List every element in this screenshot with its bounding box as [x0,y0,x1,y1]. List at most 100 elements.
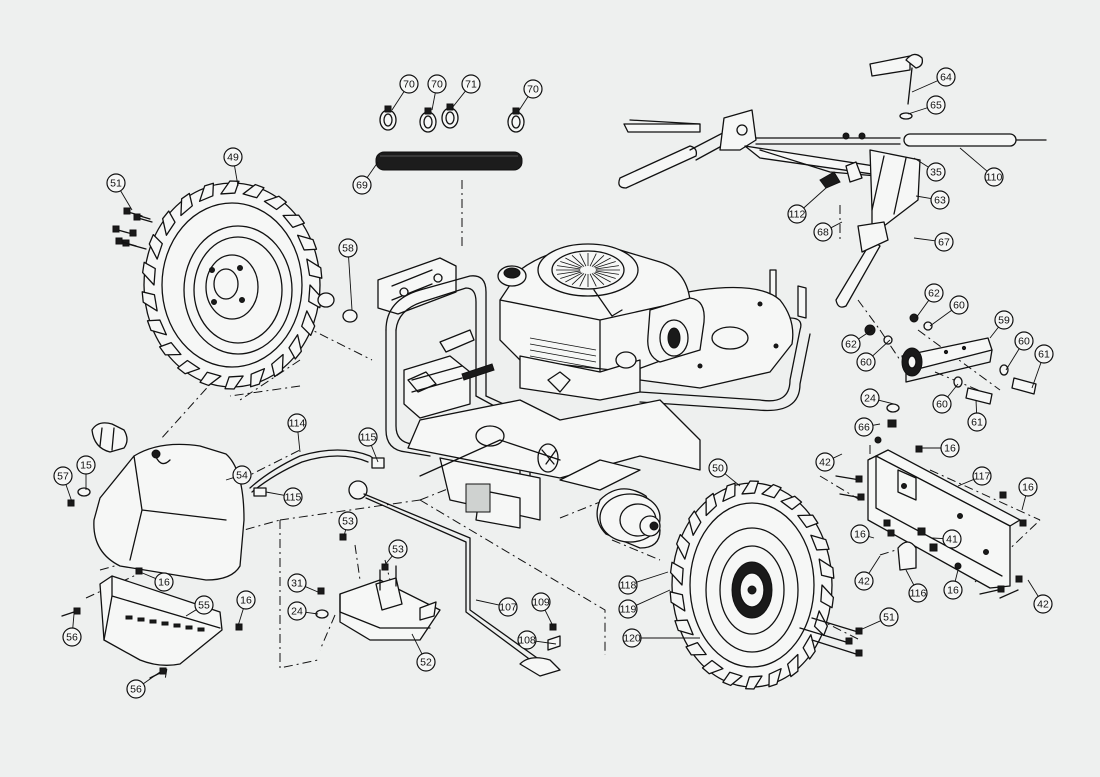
callout-16: 16 [850,524,870,544]
leader-line [931,537,944,539]
callout-117: 117 [972,466,992,486]
callout-115: 115 [358,427,378,447]
callout-35: 35 [926,162,946,182]
leader-line [803,187,827,209]
leader-line [868,536,875,539]
leader-line [120,190,133,211]
leader-line [975,399,978,414]
leader-line [929,309,952,327]
callout-16: 16 [943,580,963,600]
callout-number: 62 [845,339,857,351]
callout-49: 49 [223,147,243,167]
callout-24: 24 [860,388,880,408]
leader-line [1031,362,1042,389]
leader-line [905,569,915,586]
callout-number: 65 [930,100,942,112]
leader-line [915,195,932,199]
leader-line [297,431,301,453]
leader-line [1005,348,1020,371]
leader-line [411,633,423,655]
leader-line [859,620,881,631]
callout-number: 63 [934,195,946,207]
callout-number: 58 [342,243,354,255]
leader-line [830,221,843,229]
callout-42: 42 [854,571,874,591]
callout-number: 70 [527,84,539,96]
callout-56: 56 [62,627,82,647]
callout-107: 107 [498,597,518,617]
leader-line [185,609,197,617]
callout-61: 61 [967,412,987,432]
callout-50: 50 [708,458,728,478]
callout-number: 41 [946,534,958,546]
leader-line [305,611,319,615]
leader-line [348,256,353,311]
callout-number: 16 [944,443,956,455]
callout-62: 62 [924,283,944,303]
callout-number: 68 [817,227,829,239]
leader-line [636,589,671,606]
callout-63: 63 [930,190,950,210]
callout-number: 51 [110,178,122,190]
callout-number: 49 [227,152,239,164]
callout-number: 70 [403,79,415,91]
callout-number: 119 [620,604,637,616]
leader-line [832,453,843,459]
callout-number: 118 [620,580,637,592]
callout-54: 54 [232,465,252,485]
steering-bracket [864,313,1037,428]
leader-line [72,613,75,629]
callout-number: 16 [854,529,866,541]
leader-line [959,147,988,172]
cable [249,449,385,497]
callout-number: 16 [1022,482,1034,494]
callout-120: 120 [622,628,642,648]
callout-number: 115 [285,492,302,504]
callout-number: 62 [928,288,940,300]
callout-58: 58 [338,238,358,258]
callout-116: 116 [908,583,928,603]
callout-69: 69 [352,175,372,195]
callout-number: 42 [819,457,831,469]
callout-number: 60 [860,357,872,369]
callout-number: 116 [910,588,927,600]
leader-line [517,96,529,113]
leader-line [913,237,936,242]
callout-42: 42 [1033,594,1053,614]
leader-line [143,671,161,685]
wheel-hub [596,488,661,549]
callout-67: 67 [934,232,954,252]
callout-number: 16 [158,577,170,589]
callout-51: 51 [879,607,899,627]
callout-number: 53 [342,516,354,528]
fuel-tank [67,422,245,581]
callout-number: 52 [420,657,432,669]
leader-line [1021,495,1027,511]
leader-line [475,599,500,606]
callout-number: 16 [947,585,959,597]
callout-number: 109 [532,597,550,609]
callout-number: 24 [291,606,303,618]
callout-number: 60 [936,399,948,411]
callout-number: 59 [998,315,1010,327]
callout-119: 119 [618,599,638,619]
leader-line [234,165,239,187]
callout-number: 110 [986,172,1003,184]
leader-line [954,569,959,582]
leader-line [872,423,881,426]
leader-line [1027,579,1039,597]
engine [497,243,705,401]
callout-number: 55 [198,600,210,612]
callout-number: 16 [240,595,252,607]
callout-60: 60 [856,352,876,372]
leader-line [343,529,347,537]
callout-70: 70 [523,79,543,99]
callout-16: 16 [236,590,256,610]
leader-line [872,339,891,357]
callout-42: 42 [815,452,835,472]
callout-number: 64 [940,72,952,84]
wheel-caps [317,292,358,323]
callout-number: 54 [236,470,248,482]
callout-52: 52 [416,652,436,672]
